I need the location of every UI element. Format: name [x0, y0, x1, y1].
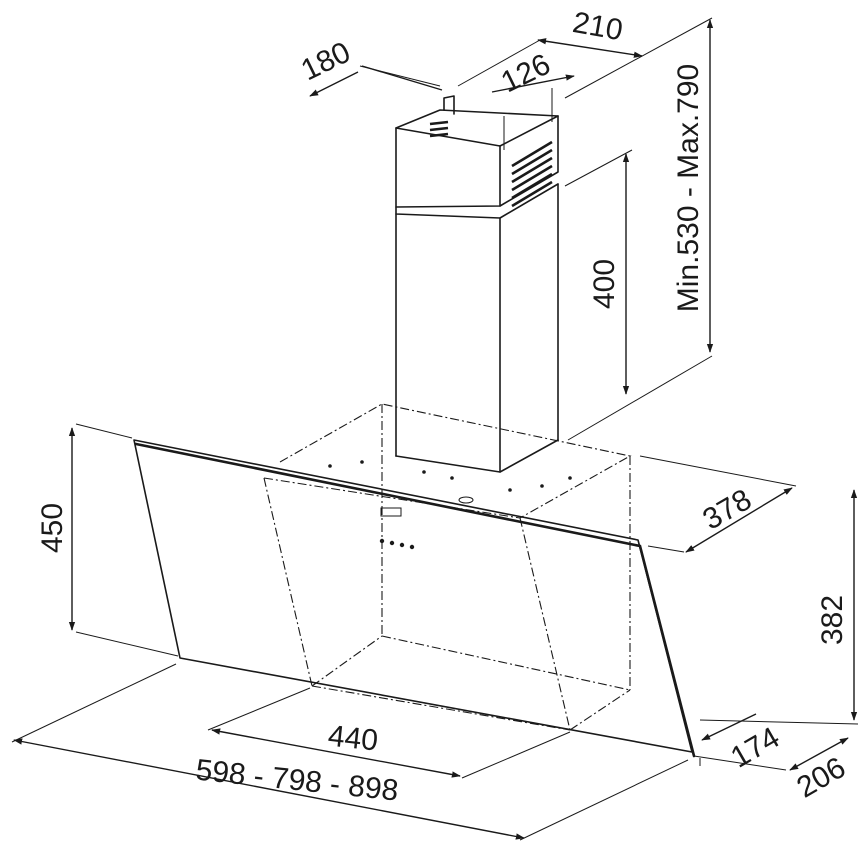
label-378: 378 — [697, 483, 757, 537]
display-window — [380, 507, 402, 517]
label-400: 400 — [588, 259, 621, 309]
label-126: 126 — [496, 48, 555, 100]
dim-line-174 — [701, 713, 757, 741]
label-450: 450 — [36, 503, 69, 553]
label-440: 440 — [326, 720, 379, 758]
vent-slots-right — [511, 140, 553, 208]
dimension-labels: 180 210 126 Min.530 - Max.790 400 450 37… — [36, 6, 851, 808]
dim-line-180-leader — [361, 65, 443, 91]
dimension-lines — [13, 19, 858, 840]
hood-body-hidden — [263, 403, 632, 731]
dim-line-378 — [685, 487, 793, 553]
vent-slots-left — [429, 120, 449, 138]
label-min-max: Min.530 - Max.790 — [672, 64, 705, 312]
chimney-duct — [395, 95, 559, 473]
dim-line-210 — [537, 38, 643, 58]
label-206: 206 — [791, 751, 851, 805]
dim-line-598 — [13, 738, 525, 840]
mounting-points — [328, 460, 572, 504]
label-174: 174 — [725, 721, 785, 775]
glass-panel — [133, 439, 696, 758]
extension-lines — [11, 17, 859, 841]
dim-line-206 — [789, 737, 849, 771]
control-buttons — [379, 538, 415, 550]
glass-outline — [133, 439, 693, 753]
label-598-798-898: 598 - 798 - 898 — [194, 754, 400, 808]
label-180: 180 — [296, 36, 355, 88]
label-382: 382 — [816, 595, 849, 645]
dim-line-126 — [491, 74, 575, 93]
dim-line-180 — [309, 71, 359, 97]
label-210: 210 — [570, 6, 625, 47]
